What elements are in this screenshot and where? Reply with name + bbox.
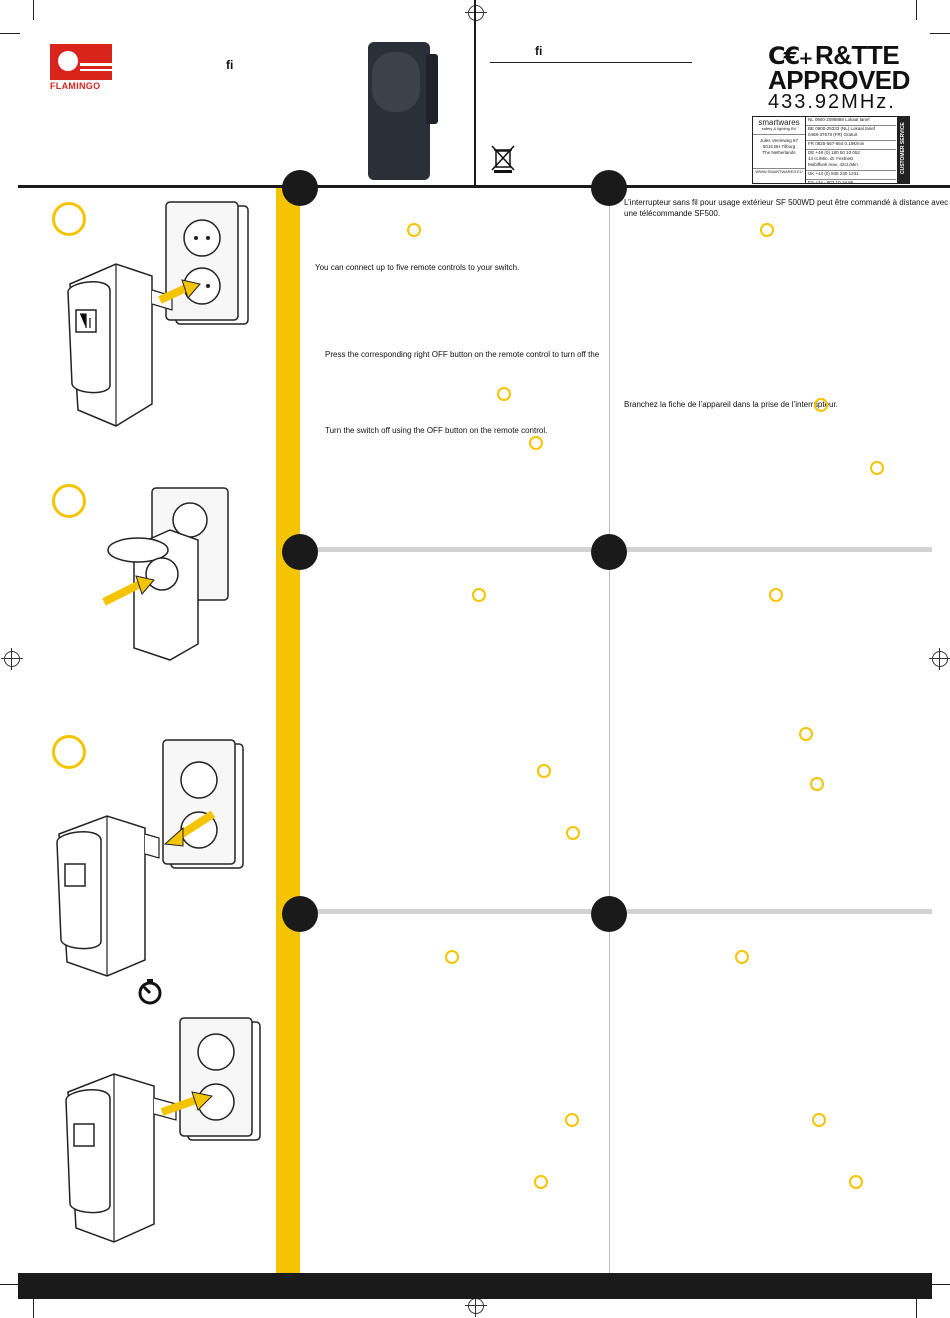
customer-service-label: CUSTOMER SERVICE bbox=[900, 122, 906, 174]
phone-row: 0488-37678 (FR) Gratuit bbox=[806, 132, 896, 141]
certification-rtte: R&TTE bbox=[815, 40, 900, 70]
customer-service-table: smartwares safety & lighting BV Jules Ve… bbox=[752, 116, 910, 185]
insert-device-illustration bbox=[102, 487, 229, 661]
header-divider bbox=[474, 0, 476, 186]
step-ring-icon bbox=[814, 398, 828, 412]
phone-row: ES +34 - 902 10 18 99 bbox=[808, 180, 854, 185]
registration-mark-icon bbox=[1, 648, 23, 670]
step-number-ring-icon bbox=[52, 202, 86, 236]
section-marker bbox=[591, 896, 627, 932]
website: WWW.SMARTWARES.EU bbox=[753, 168, 805, 175]
product-photo bbox=[368, 42, 442, 182]
crop-mark bbox=[916, 0, 917, 20]
step-number-ring-icon bbox=[52, 484, 86, 518]
step-ring-icon bbox=[760, 223, 774, 237]
step-ring-icon bbox=[799, 727, 813, 741]
step-ring-icon bbox=[769, 588, 783, 602]
step-ring-icon bbox=[566, 826, 580, 840]
phone-row: UK +44 (0) 845 230 1231 bbox=[806, 171, 896, 180]
step-ring-icon bbox=[812, 1113, 826, 1127]
column-divider bbox=[609, 188, 610, 1273]
crop-mark bbox=[33, 1298, 34, 1318]
step-ring-icon bbox=[565, 1113, 579, 1127]
step-ring-icon bbox=[534, 1175, 548, 1189]
registration-mark-icon bbox=[465, 1295, 487, 1317]
english-text-line: Turn the switch off using the OFF button… bbox=[325, 426, 548, 435]
crop-mark bbox=[33, 0, 34, 20]
ce-mark: C€+ bbox=[768, 42, 813, 70]
stopwatch-icon bbox=[138, 979, 162, 1005]
step-ring-icon bbox=[497, 387, 511, 401]
fi-mark: ﬁ bbox=[226, 58, 234, 72]
registration-mark-icon bbox=[929, 648, 950, 670]
plug-out-of-socket-illustration bbox=[56, 739, 244, 977]
step-ring-icon bbox=[445, 950, 459, 964]
section-marker bbox=[282, 170, 318, 206]
footer-bar bbox=[18, 1273, 932, 1299]
step-ring-icon bbox=[810, 777, 824, 791]
french-text-line: L’interrupteur sans fil pour usage extér… bbox=[624, 198, 949, 207]
phone-row: BE 0900-25333 (NL) Lokaal tarief bbox=[808, 126, 876, 131]
english-text-line: Press the corresponding right OFF button… bbox=[325, 350, 600, 359]
header-rule bbox=[18, 185, 950, 188]
address-line: Jules Verneweg 87 bbox=[759, 138, 799, 143]
step-ring-icon bbox=[472, 588, 486, 602]
step-ring-icon bbox=[537, 764, 551, 778]
section-marker bbox=[282, 896, 318, 932]
french-text-line: Branchez la fiche de l’appareil dans la … bbox=[624, 400, 838, 409]
title-underline bbox=[490, 62, 692, 63]
yellow-band bbox=[276, 188, 300, 1273]
fi-mark: ﬁ bbox=[535, 44, 543, 58]
section-marker bbox=[591, 170, 627, 206]
company-name: smartwares bbox=[758, 118, 800, 127]
step-ring-icon bbox=[529, 436, 543, 450]
step-ring-icon bbox=[407, 223, 421, 237]
weee-bin-icon bbox=[491, 145, 515, 173]
section-marker bbox=[282, 534, 318, 570]
step-ring-icon bbox=[735, 950, 749, 964]
step-number-ring-icon bbox=[52, 735, 86, 769]
address-line: The Netherlands bbox=[762, 150, 796, 155]
flamingo-logo: FLAMINGO bbox=[50, 44, 112, 91]
registration-mark-icon bbox=[465, 2, 487, 24]
phone-row: FR 0825-567-654 0.15€/min bbox=[806, 141, 896, 150]
phone-row: NL 0900-2088888 Lokaal tarief bbox=[806, 117, 896, 126]
crop-mark bbox=[930, 33, 950, 34]
step-ring-icon bbox=[849, 1175, 863, 1189]
crop-mark bbox=[916, 1298, 917, 1318]
section-bar bbox=[300, 547, 591, 552]
phone-row: 14 ct./Min. dt. Festnetz bbox=[808, 156, 854, 161]
phone-row: Mobilfunk max. 42ct./Min. bbox=[806, 162, 896, 171]
section-bar bbox=[300, 909, 591, 914]
step-ring-icon bbox=[870, 461, 884, 475]
plug-into-socket-illustration bbox=[65, 1017, 261, 1243]
section-bar bbox=[627, 547, 932, 552]
crop-mark bbox=[0, 1284, 20, 1285]
english-text-line: You can connect up to five remote contro… bbox=[315, 263, 520, 272]
plug-into-socket-illustration bbox=[67, 201, 249, 427]
address-line: 5015 BH Tilburg bbox=[762, 144, 796, 149]
certification-approved: APPROVED bbox=[768, 65, 910, 95]
crop-mark bbox=[930, 1284, 950, 1285]
section-marker bbox=[591, 534, 627, 570]
brand-name: FLAMINGO bbox=[50, 81, 101, 91]
section-bar bbox=[627, 909, 932, 914]
french-text-line: une télécommande SF500. bbox=[624, 209, 721, 218]
crop-mark bbox=[0, 33, 20, 34]
frequency-label: 433.92MHz. bbox=[768, 91, 896, 113]
company-tagline: safety & lighting BV bbox=[753, 126, 805, 135]
phone-row: DE +49 (0) 180 50 10 052 bbox=[808, 150, 860, 155]
